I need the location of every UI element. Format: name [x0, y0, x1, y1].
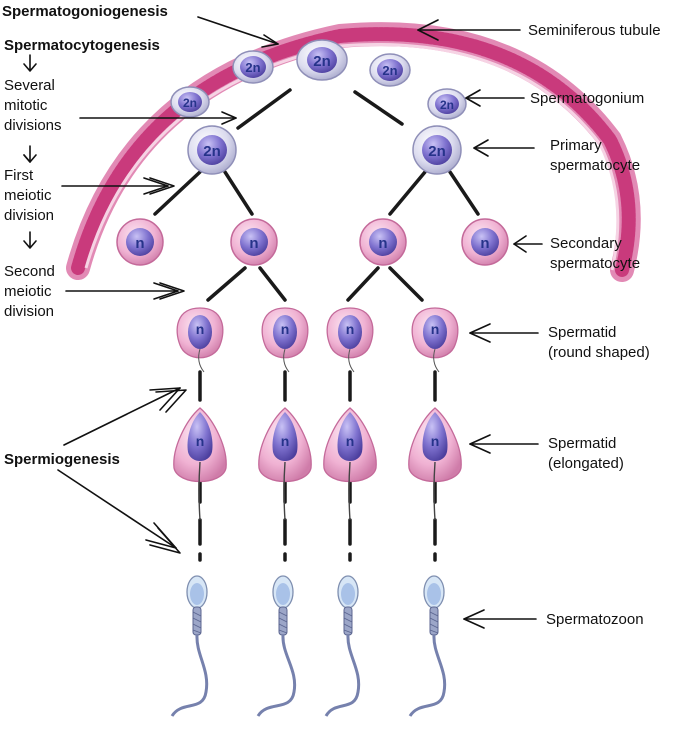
primary-spermatocyte-cell: 2n [412, 125, 462, 175]
cell-label-2n: 2n [245, 60, 260, 75]
label-first: First [4, 167, 34, 184]
cell-label-n: n [378, 235, 387, 252]
cell-label-2n: 2n [382, 63, 397, 78]
label-spermatocyte-1: spermatocyte [550, 157, 640, 174]
round-spermatid-cell: n [411, 307, 459, 373]
round-spermatid-cell: n [176, 307, 224, 373]
label-round-shaped: (round shaped) [548, 344, 650, 361]
cell-label-n: n [431, 321, 440, 337]
label-elongated: (elongated) [548, 455, 624, 472]
cell-label-n: n [196, 321, 205, 337]
label-secondary: Secondary [550, 235, 622, 252]
cell-label-n: n [249, 235, 258, 252]
secondary-spermatocyte-cell: n [461, 218, 509, 266]
label-divisions: divisions [4, 117, 62, 134]
spermatozoon-cell [408, 575, 447, 717]
label-spermatogonium: Spermatogonium [530, 90, 644, 107]
spermatogonium-cell: 2n [296, 39, 348, 81]
label-arrows [24, 16, 543, 629]
label-seminiferous-tubule: Seminiferous tubule [528, 22, 661, 39]
cell-label-2n: 2n [313, 53, 331, 70]
label-second: Second [4, 263, 55, 280]
spermatogonium-cell: 2n [369, 53, 411, 87]
lineage-lines [153, 88, 480, 562]
label-meiotic-2: meiotic [4, 283, 52, 300]
round-spermatid-cell: n [326, 307, 374, 373]
label-spermatogoniogenesis: Spermatogoniogenesis [2, 3, 168, 20]
spermatozoon-cell [170, 575, 209, 717]
cell-label-n: n [281, 433, 290, 449]
cell-label-n: n [480, 235, 489, 252]
cell-label-n: n [346, 433, 355, 449]
secondary-spermatocyte-cell: n [359, 218, 407, 266]
cell-label-n: n [431, 433, 440, 449]
spermatogonium-cell: 2n [232, 50, 274, 84]
label-primary: Primary [550, 137, 602, 154]
spermatozoon-cell [256, 575, 297, 717]
label-spermiogenesis: Spermiogenesis [4, 451, 120, 468]
cell-label-2n: 2n [183, 96, 197, 110]
spermatozoon-cell [324, 575, 361, 717]
cell-label-n: n [281, 321, 290, 337]
label-spermatocyte-2: spermatocyte [550, 255, 640, 272]
elongated-spermatid-cell: n [408, 407, 462, 521]
cell-label-n: n [196, 433, 205, 449]
label-mitotic: mitotic [4, 97, 48, 114]
label-spermatocytogenesis: Spermatocytogenesis [4, 37, 160, 54]
label-spermatid-round: Spermatid [548, 324, 616, 341]
round-spermatid-cell: n [261, 307, 309, 373]
cell-label-2n: 2n [440, 98, 454, 112]
secondary-spermatocyte-cell: n [230, 218, 278, 266]
elongated-spermatid-cell: n [258, 407, 312, 521]
elongated-spermatid-cell: n [323, 407, 377, 521]
cell-label-n: n [135, 235, 144, 252]
cell-label-n: n [346, 321, 355, 337]
spermatogonium-cell: 2n [170, 86, 210, 118]
cell-label-2n: 2n [428, 143, 446, 160]
cell-label-2n: 2n [203, 143, 221, 160]
spermatogonium-cell: 2n [427, 88, 467, 120]
secondary-spermatocyte-cell: n [116, 218, 164, 266]
label-division-1: division [4, 207, 54, 224]
label-spermatozoon: Spermatozoon [546, 611, 644, 628]
primary-spermatocyte-cell: 2n [187, 125, 237, 175]
label-spermatid-elongated: Spermatid [548, 435, 616, 452]
label-meiotic-1: meiotic [4, 187, 52, 204]
label-division-2: division [4, 303, 54, 320]
elongated-spermatid-cell: n [173, 407, 227, 521]
label-several: Several [4, 77, 55, 94]
